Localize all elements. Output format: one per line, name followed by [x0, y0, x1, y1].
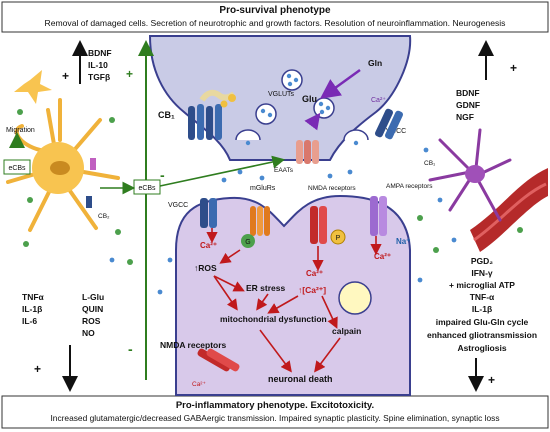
microglia-ecbs-box — [3, 159, 31, 175]
microglia-down-6: ROS — [82, 316, 101, 326]
extracellular-dots — [17, 109, 523, 295]
post-vgcc — [200, 198, 217, 228]
nmda-receptor — [310, 206, 327, 244]
mglurs-label: mGluRs — [250, 185, 276, 192]
cb1-minus: - — [160, 167, 165, 183]
center-ecbs-label: eCBs — [138, 185, 156, 192]
microglia-small — [14, 70, 52, 104]
green-minus: - — [128, 341, 133, 357]
cb1-receptor — [188, 89, 236, 140]
astro-down-3: + microglial ATP — [449, 280, 515, 290]
pro-inflammatory-title: Pro-inflammatory phenotype. Excitotoxici… — [176, 400, 374, 411]
astro-down-8: Astrogliosis — [457, 343, 506, 353]
na-label: Na⁺ — [396, 237, 410, 246]
astro-down-5: IL-1β — [472, 304, 492, 314]
post-vgcc-label: VGCC — [168, 202, 188, 209]
g-protein-label: G — [245, 239, 250, 246]
astrocyte-cb1-label: CB₁ — [424, 160, 436, 167]
astro-up-3: NGF — [456, 112, 474, 122]
calpain-label: calpain — [332, 326, 361, 336]
glu-label: Glu — [302, 94, 317, 104]
p-label: P — [336, 235, 341, 242]
mito-label: mitochondrial dysfunction — [220, 314, 327, 324]
microglia-down-1: TNFα — [22, 292, 45, 302]
astro-down-4: TNF-α — [470, 292, 495, 302]
astrocyte-cell — [428, 128, 512, 222]
extra-nmda-label: NMDA receptors — [160, 340, 227, 350]
ampa-receptor — [370, 196, 387, 236]
ros-label: ↑ROS — [194, 263, 217, 273]
astro-down-plus: + — [488, 373, 495, 387]
astro-up-1: BDNF — [456, 88, 480, 98]
pro-inflammatory-text: Increased glutamatergic/decreased GABAer… — [50, 413, 499, 423]
astro-down-2: IFN-γ — [471, 268, 493, 278]
microglia-cb2-label: CB₂ — [98, 213, 110, 220]
microglia-up-1: BDNF — [88, 48, 112, 58]
presynaptic-ca-label: Ca²⁺ — [371, 97, 386, 104]
glu-arrow — [304, 112, 321, 131]
astro-down-6: impaired Glu-Gln cycle — [436, 317, 529, 327]
post-ca-3: Ca²⁺ — [374, 252, 391, 261]
nmda-label: NMDA receptors — [308, 185, 356, 192]
microglia-down-4: L-Glu — [82, 292, 104, 302]
eaats-transporter — [296, 140, 319, 164]
eaats-label: EAATs — [274, 167, 294, 174]
astro-down-7: enhanced gliotransmission — [427, 330, 537, 340]
astro-up-2: GDNF — [456, 100, 480, 110]
pro-survival-title: Pro-survival phenotype — [219, 5, 331, 16]
migration-label: Migration — [6, 127, 35, 134]
blood-vessel — [470, 168, 548, 252]
microglia-down-5: QUIN — [82, 304, 103, 314]
microglia-down-3: IL-6 — [22, 316, 37, 326]
pro-survival-box — [1, 1, 549, 33]
presynaptic-vgcc-label: VGCC — [386, 128, 406, 135]
ampa-label: AMPA receptors — [386, 183, 433, 190]
pro-survival-text: Removal of damaged cells. Secretion of n… — [45, 18, 506, 28]
ecbs-to-synapse-arrow — [159, 155, 286, 187]
microglia-down-7: NO — [82, 328, 95, 338]
recycling-vesicle — [338, 281, 372, 315]
microglia-up-3: TGFβ — [88, 72, 110, 82]
neuronal-death-label: neuronal death — [268, 374, 333, 384]
phospho-marker — [330, 229, 346, 245]
cascade-arrows — [206, 228, 382, 373]
mglur-receptor — [241, 206, 270, 248]
ca-conc-label: ↑[Ca²⁺] — [298, 285, 326, 295]
green-plus: + — [126, 67, 133, 81]
er-stress-label: ER stress — [246, 283, 285, 293]
presynaptic-vgcc — [375, 108, 403, 140]
presynaptic-cb1-label: CB₁ — [158, 110, 175, 120]
gln-label: Gln — [368, 58, 382, 68]
post-ca-1: Ca²⁺ — [200, 241, 217, 250]
post-ca-2: Ca²⁺ — [306, 269, 323, 278]
microglia-ecbs-label: eCBs — [8, 165, 26, 172]
microglia-down-2: IL-1β — [22, 304, 42, 314]
gln-to-glu-arrow — [319, 68, 361, 99]
microglia-up-plus: + — [62, 69, 69, 83]
microglia-up-2: IL-10 — [88, 60, 108, 70]
astro-up-plus: + — [510, 61, 517, 75]
astro-down-1: PGD₂ — [471, 256, 493, 266]
extra-ca-label: Ca²⁺ — [192, 381, 206, 388]
pro-inflammatory-box — [1, 395, 549, 429]
microglia-down-plus: + — [34, 362, 41, 376]
extrasynaptic-nmda-receptor — [197, 348, 240, 372]
vgluts-label: VGLUTs — [268, 91, 295, 98]
